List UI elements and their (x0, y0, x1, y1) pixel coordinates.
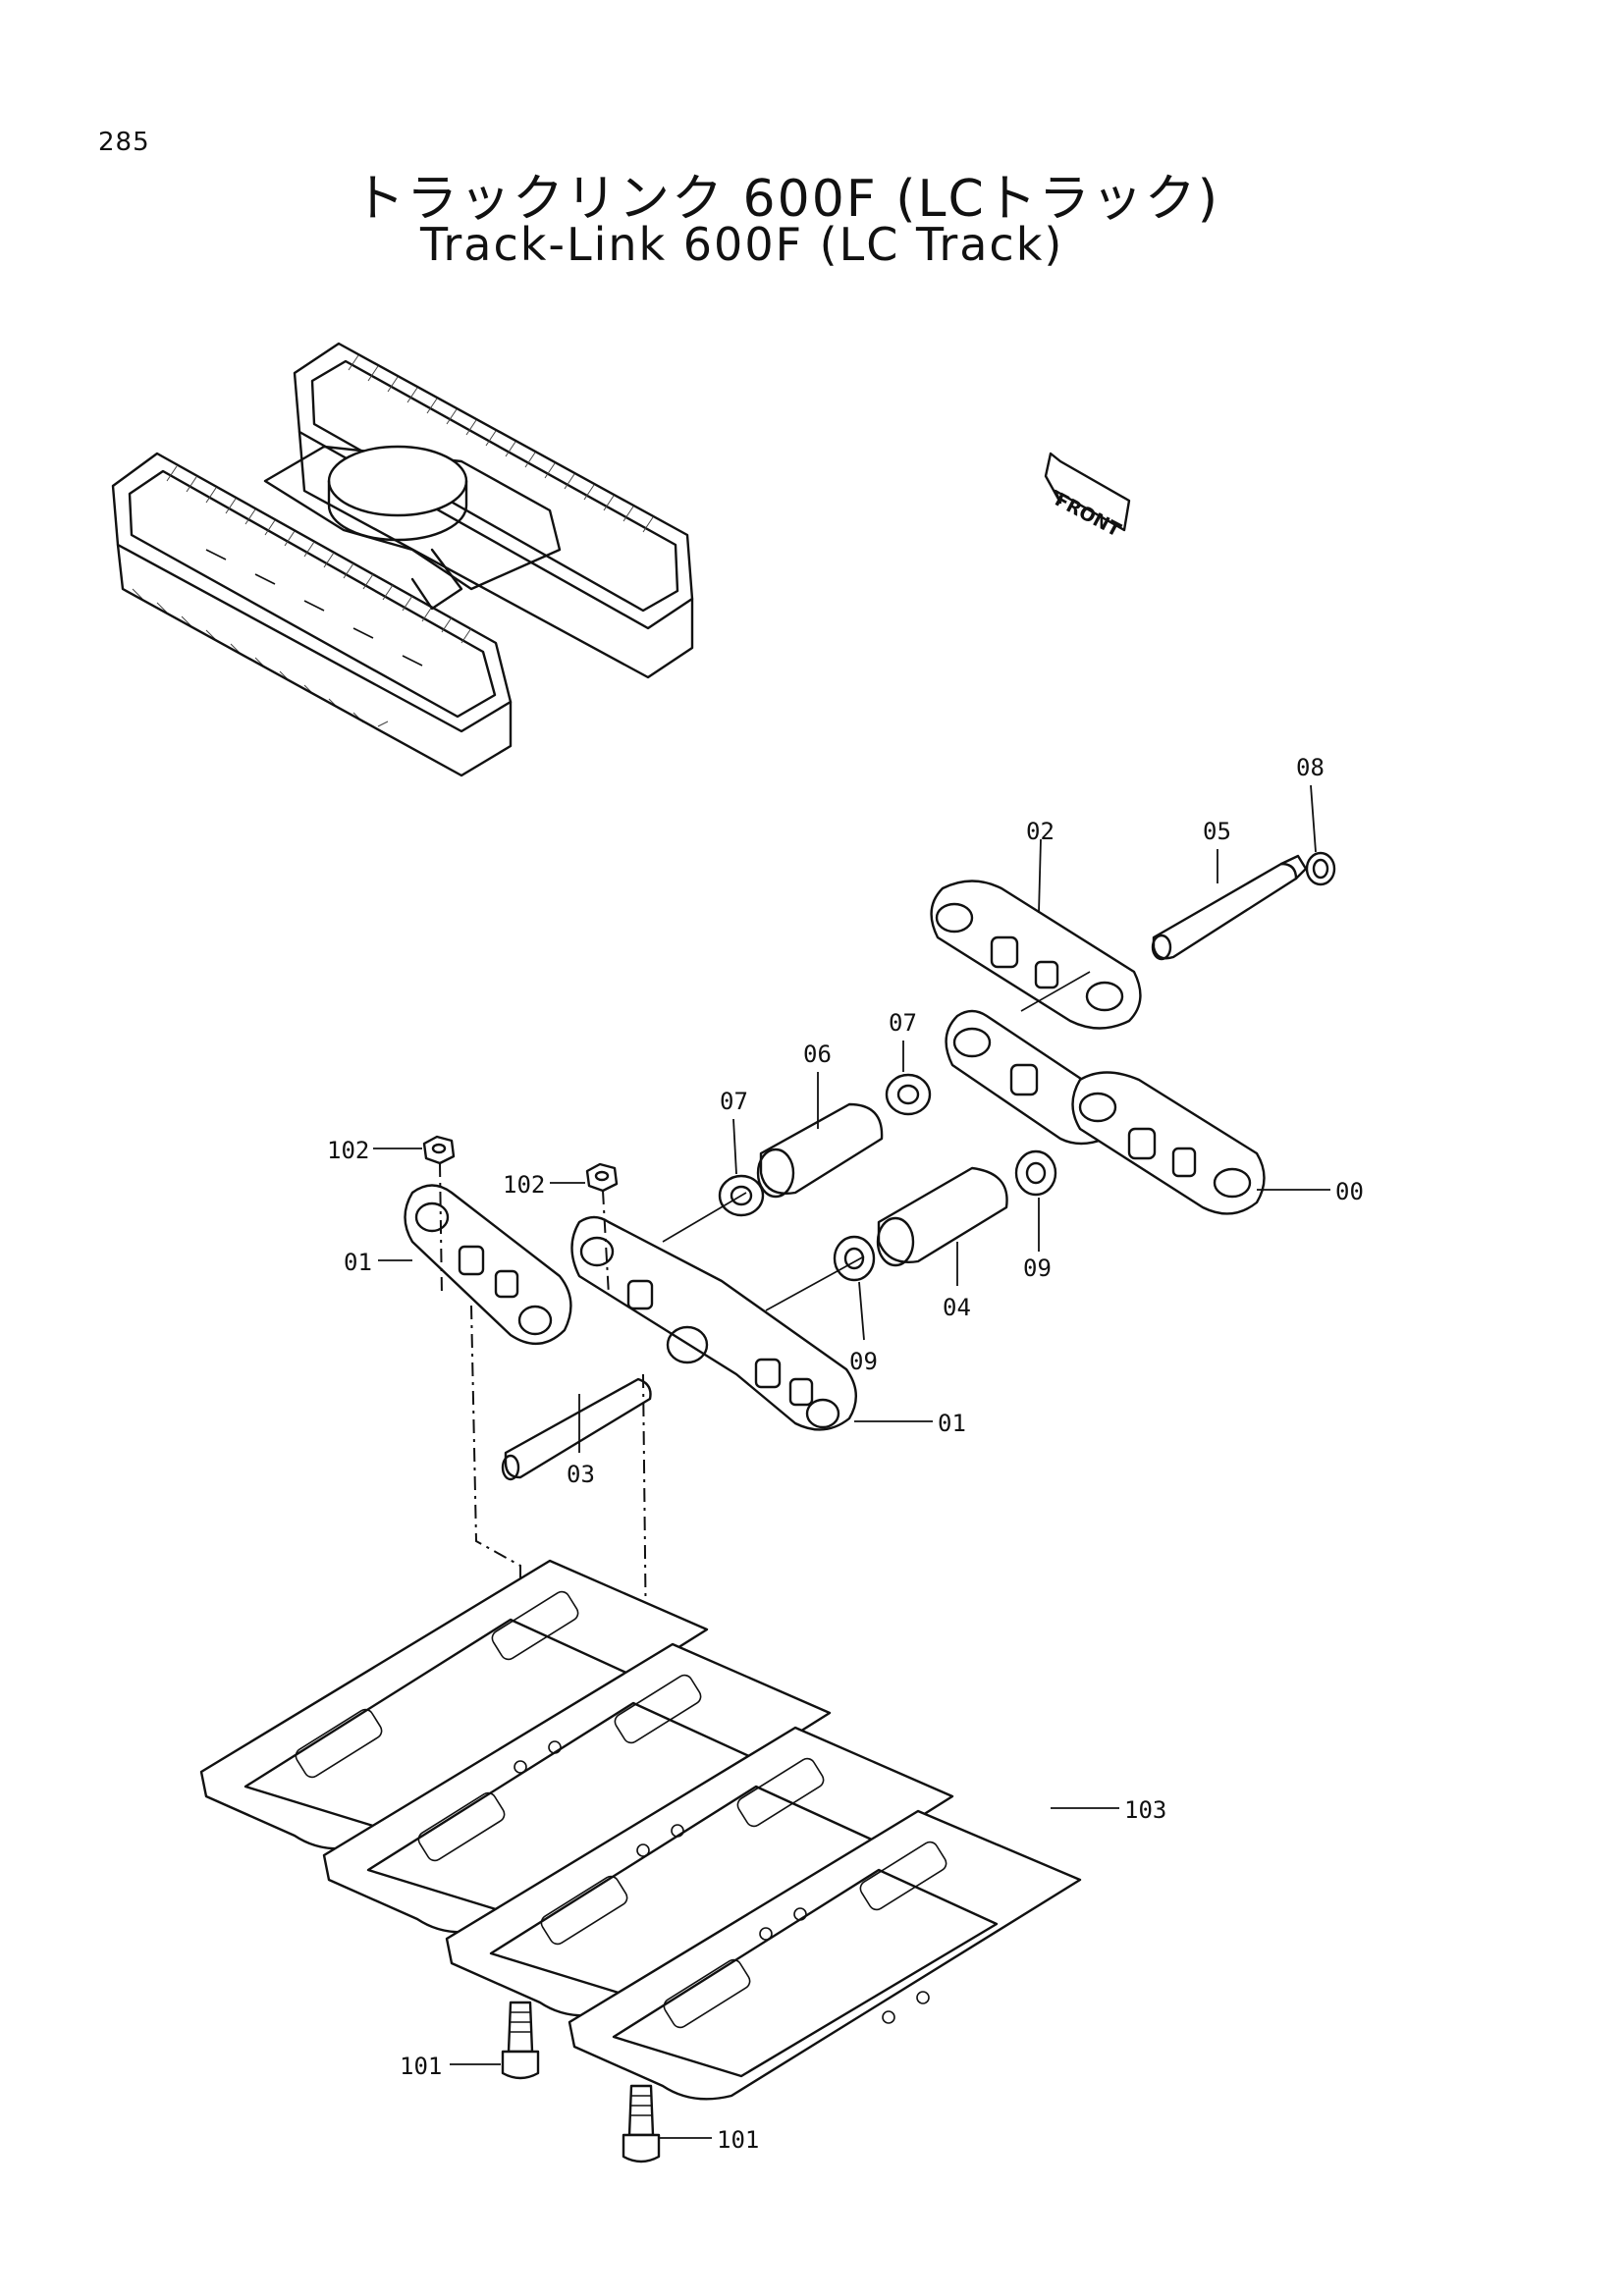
part-09-seal-right (1014, 1149, 1057, 1197)
callout-103: 103 (1124, 1796, 1166, 1824)
callout-04: 04 (943, 1294, 971, 1321)
part-05-pin (1151, 854, 1308, 961)
part-06-bushing (756, 1102, 884, 1199)
part-01-link-left (404, 1184, 572, 1346)
undercarriage-overview (111, 342, 694, 777)
part-07-seal-upper (885, 1073, 932, 1116)
page-number: 285 (98, 128, 150, 157)
front-label: FRONT (1052, 489, 1124, 542)
callout-03: 03 (567, 1461, 595, 1488)
part-101-bolt-left (501, 2001, 540, 2080)
part-00-link (945, 1009, 1266, 1215)
callout-07-upper: 07 (889, 1009, 917, 1037)
callout-102-left: 102 (327, 1137, 369, 1164)
callout-05: 05 (1203, 818, 1231, 845)
callout-00: 00 (1335, 1178, 1364, 1205)
callout-09-left: 09 (849, 1348, 878, 1375)
part-02-link (930, 880, 1142, 1030)
callout-08: 08 (1296, 754, 1325, 781)
part-102-nut-left (422, 1135, 456, 1165)
callout-02: 02 (1026, 818, 1055, 845)
callout-102-right: 102 (503, 1171, 545, 1199)
callout-09-right: 09 (1023, 1255, 1052, 1282)
part-04-bushing (876, 1166, 1008, 1267)
part-09-seal-left (833, 1235, 876, 1282)
part-01-link-right (570, 1215, 857, 1431)
front-direction-arrow: FRONT (1044, 452, 1131, 542)
part-102-nut-right (585, 1162, 619, 1193)
callout-101-left: 101 (400, 2053, 442, 2080)
callout-07-lower: 07 (720, 1088, 748, 1115)
page-title-japanese: トラックリンク 600F (LCトラック) (353, 170, 1220, 229)
callout-01-right: 01 (938, 1410, 966, 1437)
callout-06: 06 (803, 1041, 832, 1068)
part-103-track-shoes (199, 1559, 1082, 2101)
leader-lines (373, 784, 1330, 2139)
page-title-english: Track-Link 600F (LC Track) (420, 218, 1064, 271)
part-101-bolt-right (622, 2084, 661, 2163)
callout-01-left: 01 (344, 1249, 372, 1276)
part-08-snap-ring (1305, 851, 1336, 886)
callout-101-right: 101 (717, 2126, 759, 2154)
